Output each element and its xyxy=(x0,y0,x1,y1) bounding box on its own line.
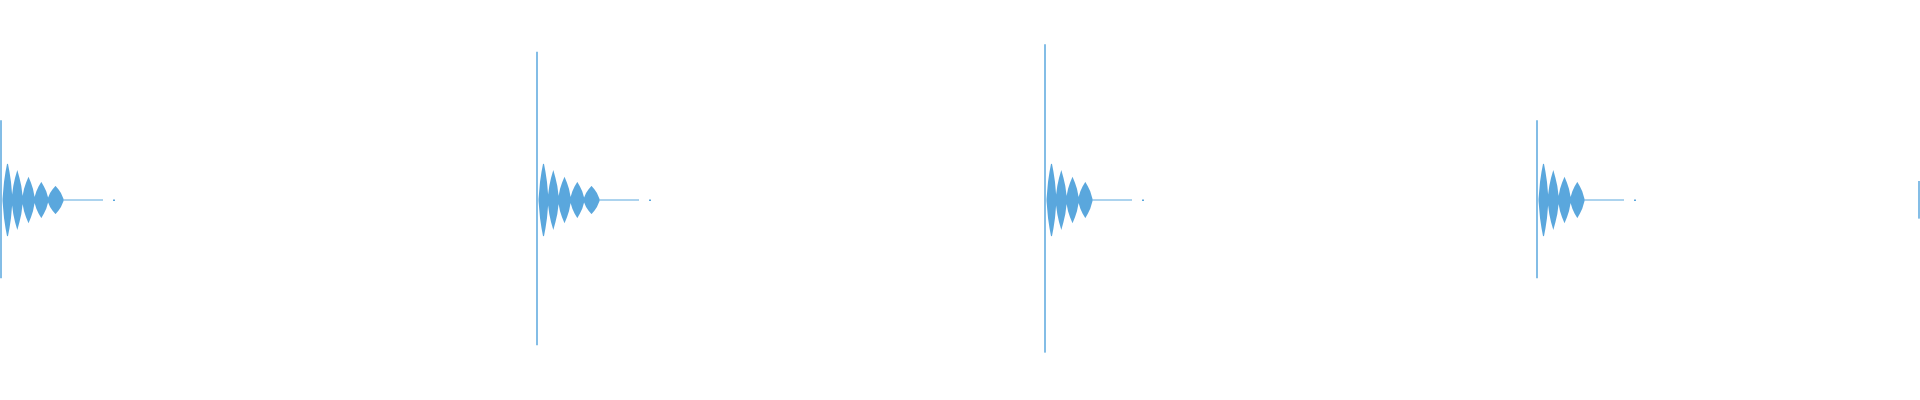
waveform-event-2 xyxy=(536,51,651,346)
tail-dot xyxy=(1634,199,1636,201)
decay-envelope xyxy=(1538,163,1585,237)
tail-dot xyxy=(113,199,115,201)
waveform-event-4 xyxy=(1536,120,1636,279)
decay-envelope xyxy=(1046,163,1093,237)
waveform-events xyxy=(0,44,1920,353)
waveform-event-3 xyxy=(1044,44,1144,353)
tail-dot xyxy=(1142,199,1144,201)
decay-envelope xyxy=(2,163,64,237)
waveform-event-1 xyxy=(0,120,115,279)
tail-dot xyxy=(649,199,651,201)
decay-envelope xyxy=(538,163,600,237)
